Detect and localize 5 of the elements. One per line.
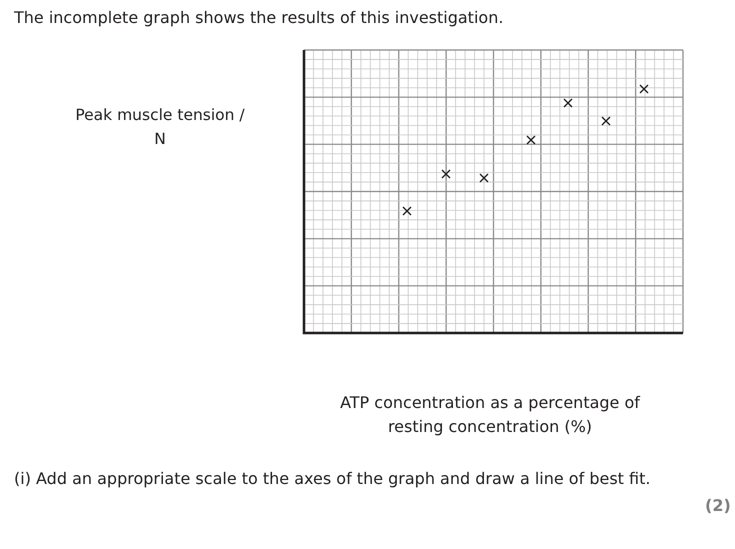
y-axis-label: Peak muscle tension / N	[74, 105, 246, 150]
x-axis-label: ATP concentration as a percentage of resting concentration (%)	[339, 392, 642, 438]
heading-text: The incomplete graph shows the results of this investigation.	[14, 7, 504, 29]
marks-text: (2)	[705, 495, 731, 517]
question-text: (i) Add an appropriate scale to the axes of the graph and draw a line of best fit.	[14, 468, 650, 490]
